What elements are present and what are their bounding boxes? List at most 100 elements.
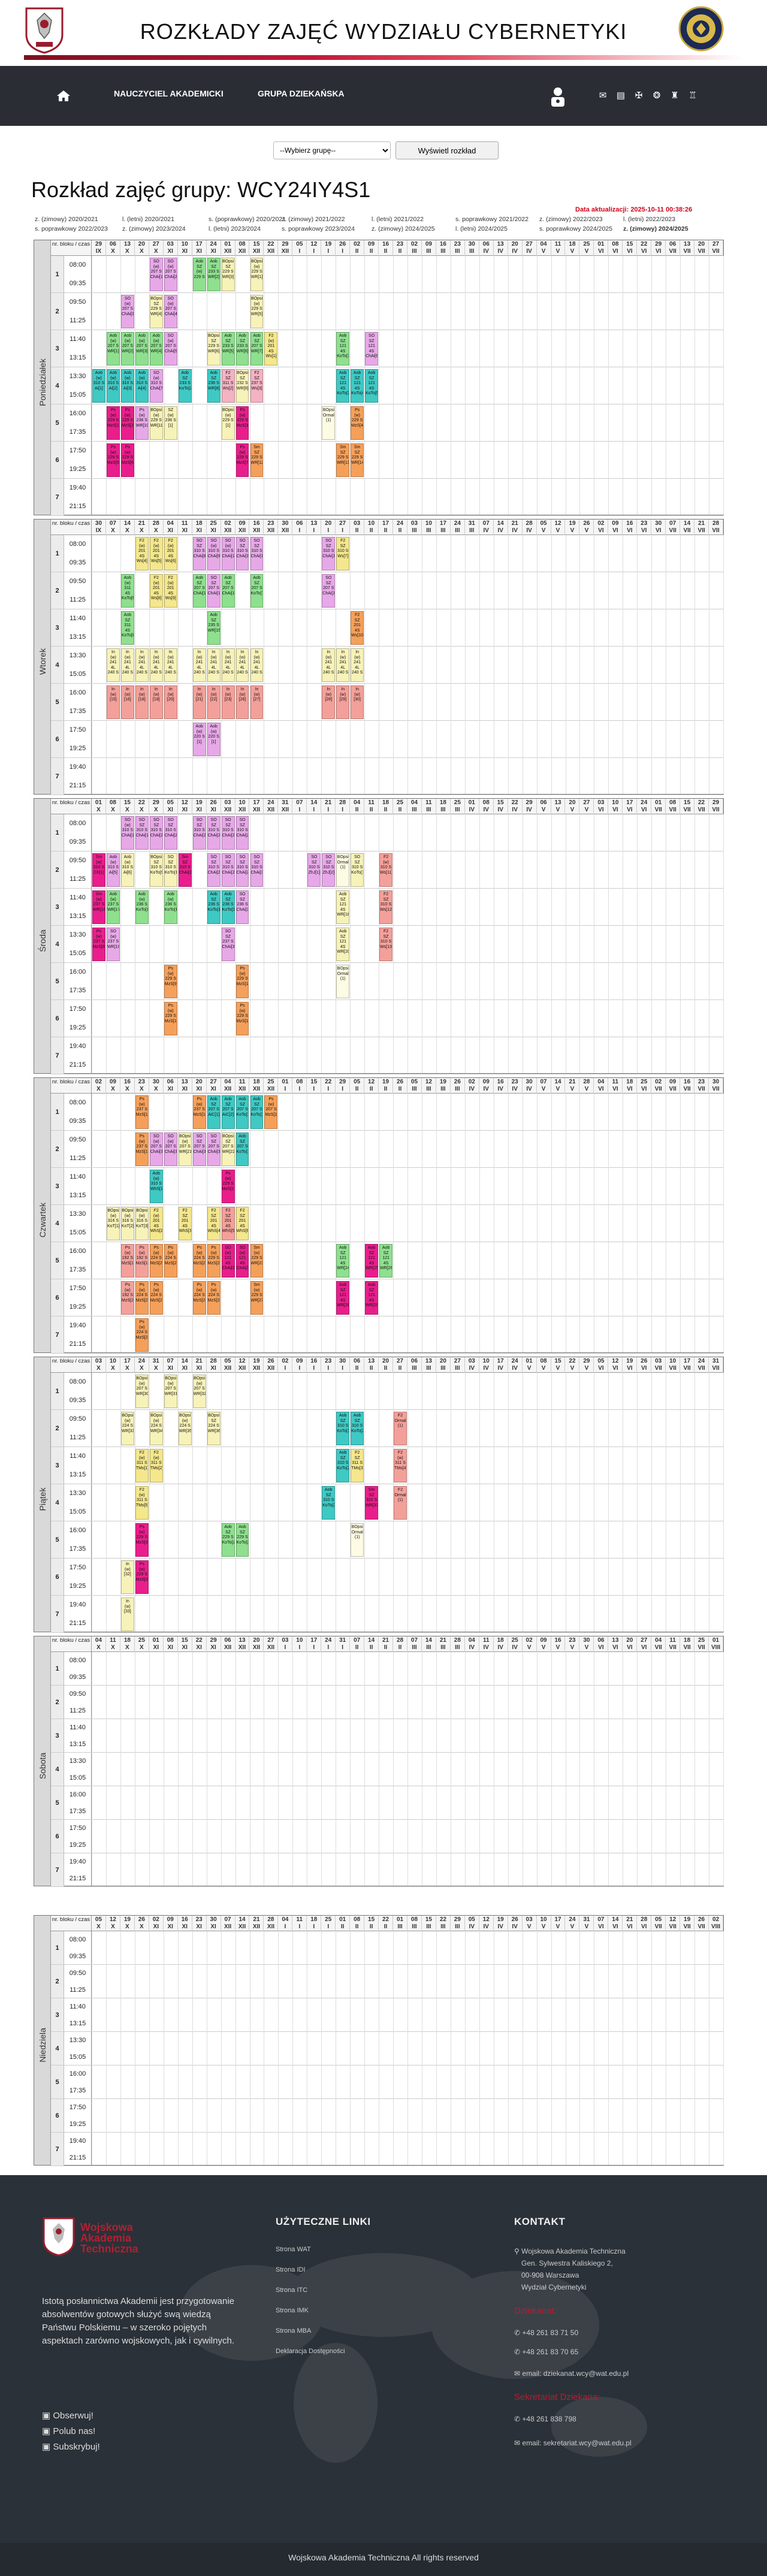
badge-icon[interactable]: ♜ xyxy=(671,90,679,101)
class-entry[interactable]: In(w)[28] xyxy=(322,685,336,719)
semester-link[interactable]: s. (poprawkowy) 2020/2021 xyxy=(209,216,286,223)
crest-icon[interactable]: ✠ xyxy=(635,90,643,101)
semester-link[interactable]: s. poprawkowy 2021/2022 xyxy=(455,216,529,223)
footer-link[interactable]: Deklaracja Dostępności xyxy=(276,2348,345,2355)
semester-link[interactable]: l. (letni) 2020/2021 xyxy=(122,216,174,223)
emblem-icon[interactable]: ❂ xyxy=(653,90,661,101)
dean-phone[interactable]: ✆ +48 261 83 70 65 xyxy=(514,2348,579,2356)
class-entry[interactable]: BOpsi(w)207 SWR[31] xyxy=(164,1375,177,1408)
class-entry[interactable]: In(w)[23] xyxy=(221,685,235,719)
show-schedule-button[interactable]: Wyświetl rozkład xyxy=(395,141,499,159)
class-entry[interactable]: In(w)[27] xyxy=(250,685,264,719)
class-entry[interactable]: In(w)[33] xyxy=(120,1597,134,1631)
class-entry[interactable]: In(w)[21] xyxy=(192,685,206,719)
footer-link[interactable]: Strona IMK xyxy=(276,2307,309,2314)
wat-crest-logo[interactable] xyxy=(24,5,65,54)
mail-icon[interactable]: ✉ xyxy=(599,90,607,101)
semester-link[interactable]: l. (letni) 2024/2025 xyxy=(455,225,508,232)
class-entry[interactable]: Sm(w)237 SWR[16] xyxy=(92,890,105,924)
class-entry[interactable]: SO(w)237 SWR[19] xyxy=(106,928,120,961)
secretariat-email[interactable]: ✉ email: sekretariat.wcy@wat.edu.pl xyxy=(514,2439,632,2447)
semester-link[interactable]: s. poprawkowy 2024/2025 xyxy=(539,225,612,232)
class-entry[interactable]: In(w)[20] xyxy=(164,685,177,719)
footer-link[interactable]: Strona WAT xyxy=(276,2246,311,2253)
semester-link[interactable]: s. poprawkowy 2022/2023 xyxy=(35,225,108,232)
semester-link[interactable]: l. (letni) 2021/2022 xyxy=(372,216,424,223)
user-icon[interactable] xyxy=(549,86,567,108)
class-entry[interactable]: SZ(w)236 S[1] xyxy=(164,406,177,440)
class-entry[interactable]: In(w)[22] xyxy=(207,685,221,719)
footer-link[interactable]: Strona MBA xyxy=(276,2327,312,2335)
